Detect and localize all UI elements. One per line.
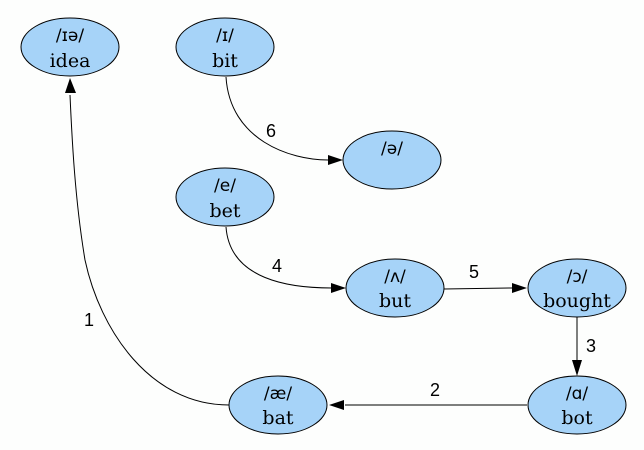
- edge-labels: 1 2 3 4 5 6: [84, 121, 596, 400]
- node-bit[interactable]: /ɪ/ bit: [175, 17, 275, 77]
- node-shape: [342, 130, 442, 190]
- node-word: idea: [50, 50, 91, 72]
- node-word: bought: [543, 290, 611, 312]
- node-ipa: /e/: [214, 176, 236, 196]
- edge-label-2: 2: [430, 380, 440, 400]
- node-shape: [345, 258, 445, 318]
- node-bet[interactable]: /e/ bet: [175, 167, 275, 227]
- node-bought[interactable]: /ɔ/ bought: [527, 258, 627, 318]
- node-ipa: /æ/: [264, 384, 292, 404]
- node-ipa: /ɪ/: [216, 26, 234, 46]
- arrowhead-icon: [65, 78, 76, 93]
- edge-label-1: 1: [84, 310, 94, 330]
- node-ipa: /ʌ/: [384, 267, 406, 287]
- edges: [65, 76, 582, 410]
- edge-label-6: 6: [266, 121, 276, 141]
- node-word: bot: [561, 407, 593, 429]
- edge-label-4: 4: [272, 256, 282, 276]
- edge-label-3: 3: [586, 336, 596, 356]
- arrowhead-icon: [572, 360, 582, 376]
- node-shape: [175, 167, 275, 227]
- arrowhead-icon: [329, 400, 344, 410]
- node-ipa: /ɑ/: [566, 384, 589, 404]
- node-word: but: [379, 290, 411, 312]
- node-ipa: /ə/: [381, 139, 403, 159]
- node-idea[interactable]: /ɪə/ idea: [20, 17, 120, 77]
- node-shape: [527, 375, 627, 435]
- node-shape: [20, 17, 120, 77]
- edge-bit-to-schwa: [225, 76, 329, 161]
- node-shape: [228, 375, 328, 435]
- node-word: bit: [212, 50, 238, 72]
- arrowhead-icon: [512, 283, 527, 293]
- node-bat[interactable]: /æ/ bat: [228, 375, 328, 435]
- arrowhead-icon: [328, 155, 343, 165]
- node-ipa: /ɔ/: [567, 267, 588, 287]
- node-shape: [527, 258, 627, 318]
- node-word: bet: [209, 200, 240, 222]
- edge-bet-to-but: [225, 226, 333, 289]
- edge-label-5: 5: [469, 262, 479, 282]
- edge-but-to-bought: [443, 287, 513, 290]
- node-shape: [175, 17, 275, 77]
- edge-bat-to-idea: [69, 94, 230, 406]
- node-bot[interactable]: /ɑ/ bot: [527, 375, 627, 435]
- node-schwa[interactable]: /ə/: [342, 130, 442, 190]
- node-word: bat: [262, 407, 293, 429]
- node-but[interactable]: /ʌ/ but: [345, 258, 445, 318]
- arrowhead-icon: [331, 283, 346, 293]
- node-ipa: /ɪə/: [56, 26, 85, 46]
